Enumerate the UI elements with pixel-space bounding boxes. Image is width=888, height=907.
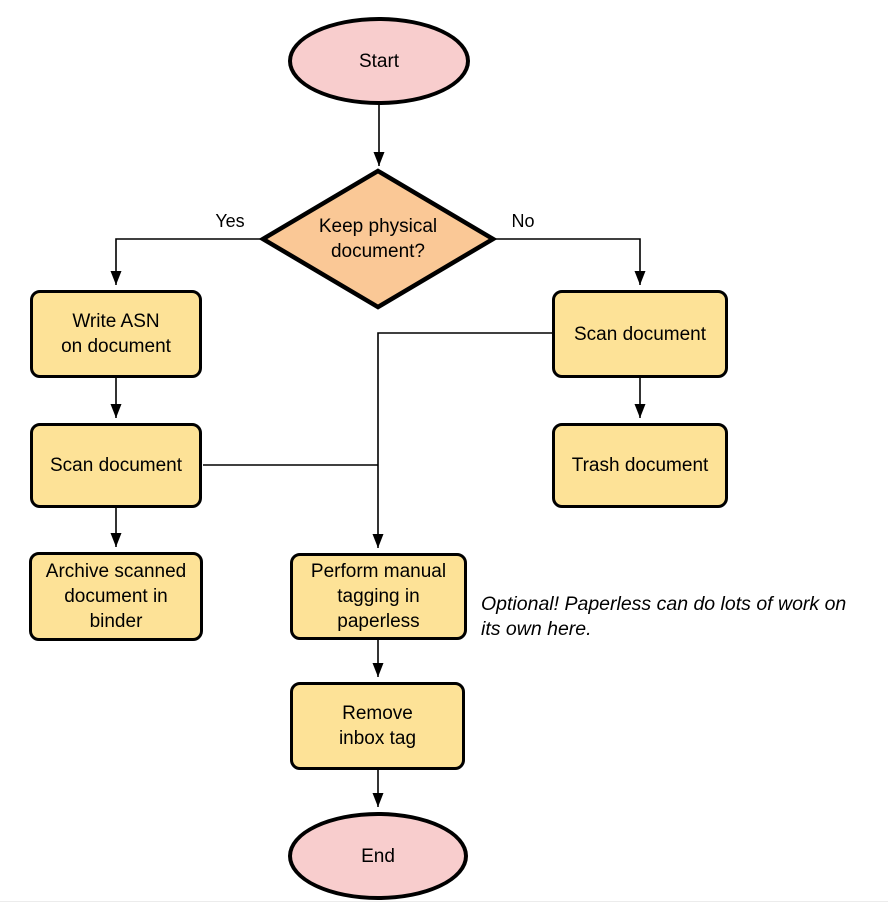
edge-label-yes: Yes	[198, 211, 262, 231]
edge-scan-right-to-tagging	[372, 332, 552, 548]
node-scan-document-right-label: Scan document	[573, 323, 707, 345]
node-scan-document-right: Scan document	[552, 290, 728, 378]
node-trash-document: Trash document	[552, 423, 728, 508]
node-archive-binder: Archive scanned document in binder	[29, 552, 203, 641]
node-perform-tagging: Perform manual tagging in paperless	[290, 553, 467, 640]
node-decision-keep-physical: Keep physical document?	[283, 196, 473, 282]
node-perform-tagging-label: Perform manual tagging in paperless	[310, 561, 447, 632]
node-remove-inbox-tag-label: Remove inbox tag	[338, 703, 417, 749]
annotation-optional-note: Optional! Paperless can do lots of work …	[481, 593, 847, 640]
decision-diamond-shape	[258, 168, 498, 310]
node-end-label: End	[361, 845, 395, 867]
page-bottom-divider	[0, 901, 888, 902]
edge-decision-no-to-scan-right	[493, 238, 646, 285]
node-start: Start	[288, 17, 470, 105]
node-trash-document-label: Trash document	[571, 455, 709, 476]
node-scan-document-left: Scan document	[30, 423, 202, 508]
node-write-asn: Write ASN on document	[30, 290, 202, 378]
node-archive-binder-label: Archive scanned document in binder	[45, 561, 187, 632]
node-end: End	[288, 812, 468, 900]
node-decision-label: Keep physical document?	[318, 216, 438, 262]
node-scan-document-left-label: Scan document	[49, 455, 183, 476]
edge-label-no: No	[491, 211, 555, 231]
node-start-label: Start	[358, 50, 400, 72]
edge-decision-yes-to-write-asn	[110, 238, 263, 285]
node-remove-inbox-tag: Remove inbox tag	[290, 682, 465, 770]
node-write-asn-label: Write ASN on document	[61, 311, 171, 357]
